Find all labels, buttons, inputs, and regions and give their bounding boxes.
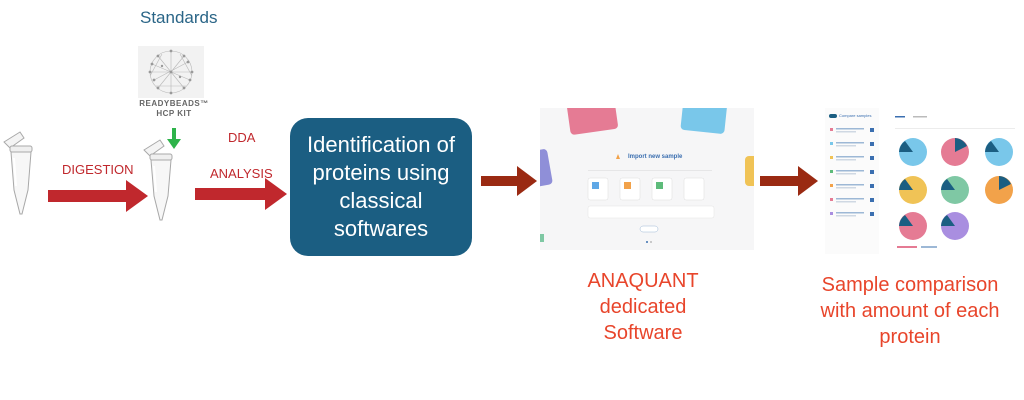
dda-label: DDA — [228, 130, 256, 145]
analysis-arrow — [195, 178, 287, 210]
analysis-label: ANALYSIS — [210, 166, 273, 181]
kit-label: READYBEADS™ HCP KIT — [139, 99, 209, 118]
anaquant-screenshot: Import new sample — [540, 108, 754, 250]
compare-samples-label: Compare samples — [839, 113, 872, 118]
identification-text: Identification of proteins using classic… — [307, 132, 455, 241]
green-down-arrow — [167, 128, 181, 149]
anaquant-caption: ANAQUANT dedicated Software — [587, 270, 699, 344]
comparison-screenshot: Compare samples — [825, 108, 1021, 254]
bead-network-icon — [138, 46, 204, 98]
comparison-caption: Sample comparison with amount of each pr… — [820, 274, 1000, 348]
tube-icon — [143, 139, 173, 221]
arrow-to-anaquant — [481, 166, 537, 196]
standards-title: Standards — [140, 8, 218, 27]
digestion-label: DIGESTION — [62, 162, 134, 177]
import-sample-title: Import new sample — [628, 154, 683, 160]
digestion-arrow — [48, 180, 148, 212]
identification-box: Identification of proteins using classic… — [290, 118, 472, 256]
arrow-to-comparison — [760, 166, 818, 196]
tube-icon — [3, 131, 33, 215]
